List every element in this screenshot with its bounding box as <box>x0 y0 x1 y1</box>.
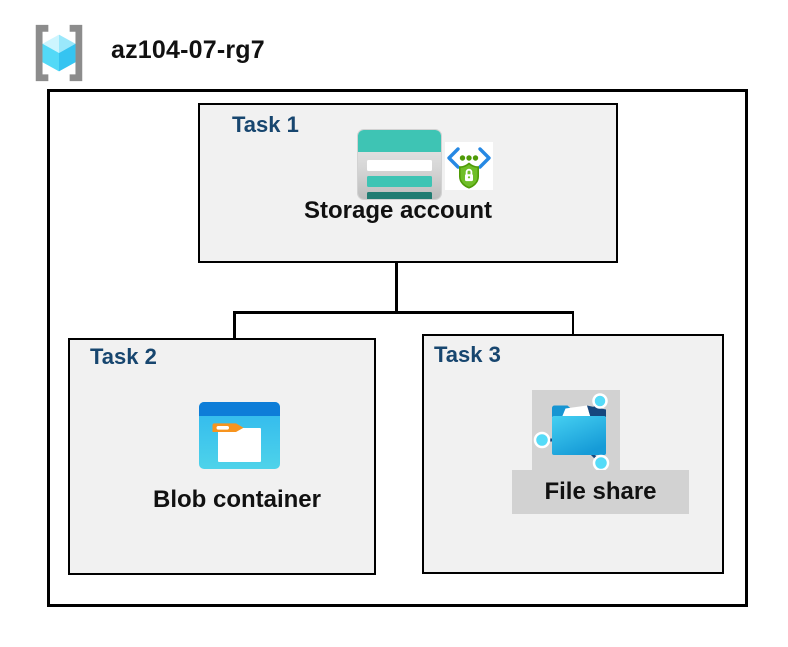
task3-box: Task 3 <box>422 334 724 574</box>
file-share-icon <box>533 393 610 472</box>
sas-shield-icon <box>445 142 493 190</box>
task2-label: Task 2 <box>90 344 157 369</box>
file-share-label: File share <box>544 478 657 505</box>
task1-box: Task 1 Storage account <box>198 103 618 263</box>
storage-icon-row <box>367 160 432 171</box>
storage-icon-header <box>358 130 441 152</box>
file-share-icon-background <box>532 390 620 472</box>
storage-account-label: Storage account <box>303 197 493 224</box>
task2-box: Task 2 Blob container <box>68 338 376 575</box>
task1-label: Task 1 <box>232 112 299 137</box>
blob-container-label: Blob container <box>152 486 321 513</box>
blob-container-icon <box>199 402 280 469</box>
storage-icon-row <box>367 176 432 187</box>
storage-icon-row <box>367 192 432 199</box>
resource-group-icon <box>35 24 83 82</box>
connector-horizontal <box>233 311 574 314</box>
task3-label: Task 3 <box>434 342 501 367</box>
file-share-label-background: File share <box>512 470 689 514</box>
storage-account-icon <box>358 130 441 199</box>
connector-storage-stem <box>395 237 398 313</box>
resource-group-name: az104-07-rg7 <box>111 36 265 64</box>
